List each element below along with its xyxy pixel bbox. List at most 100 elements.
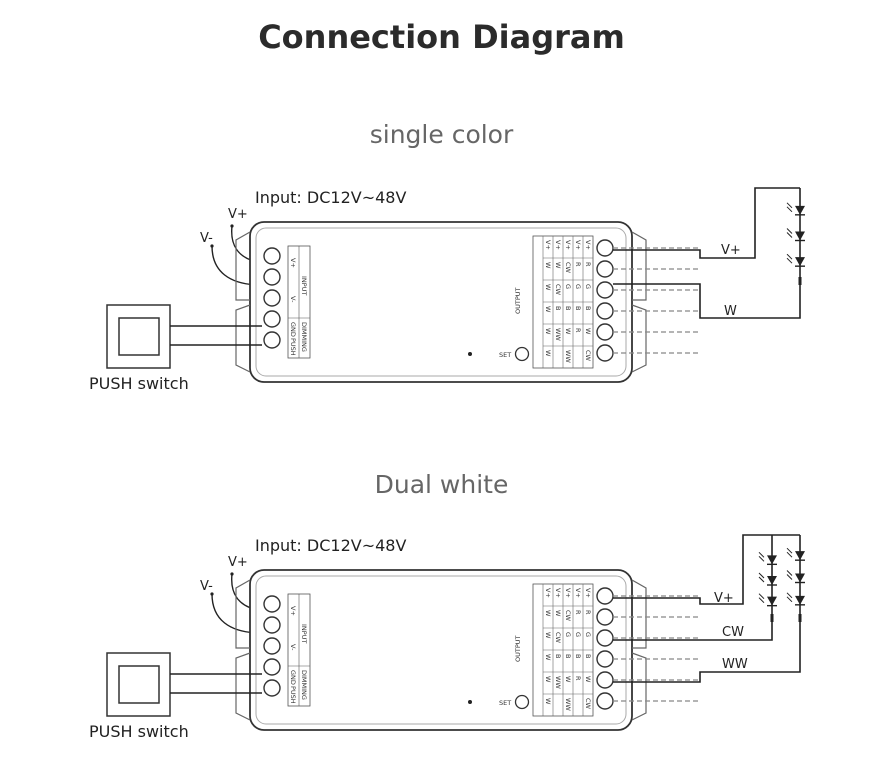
output-cell: CW (564, 610, 572, 622)
output-cell: R (574, 676, 582, 681)
led-light-ray (786, 547, 793, 554)
output-cell: W (584, 328, 592, 335)
output-cell: WW (564, 350, 572, 363)
vminus-wire-end (210, 592, 214, 596)
output-cell: W (584, 676, 592, 683)
input-block-vminus: V- (289, 644, 297, 651)
led-light-ray (758, 597, 765, 604)
output-cell: WW (554, 328, 562, 341)
led-diode (795, 257, 805, 267)
input-block-vminus: V- (289, 296, 297, 303)
set-label: SET (499, 699, 511, 707)
left-flange (235, 304, 251, 373)
output-cell: W (544, 284, 552, 291)
output-terminal (596, 260, 614, 278)
led-diode (795, 595, 805, 605)
input-terminal (263, 310, 281, 328)
input-terminal (263, 268, 281, 286)
status-led (468, 352, 472, 356)
output-cell: B (574, 654, 582, 658)
input-terminal (263, 331, 281, 349)
set-label: SET (499, 351, 511, 359)
led-light-ray (786, 253, 793, 260)
single-color-wiring: V+W (613, 187, 805, 319)
right-flange (631, 304, 647, 373)
output-terminal (596, 239, 614, 257)
output-cell: W (544, 632, 552, 639)
output-terminal (596, 587, 614, 605)
vminus-label: V- (200, 579, 213, 594)
output-cell: R (574, 262, 582, 267)
vminus-wire-end (210, 244, 214, 248)
dimming-block-gnd: GND (289, 322, 297, 337)
output-cell: W (544, 654, 552, 661)
led-light-ray (786, 574, 793, 580)
input-terminal (263, 658, 281, 676)
led-light-ray (786, 257, 793, 264)
led-light-ray (758, 551, 765, 558)
output-terminal (596, 344, 614, 362)
output-cell: B (554, 306, 562, 310)
dimming-block-gnd: GND (289, 670, 297, 685)
ww-output-wire (613, 622, 801, 683)
led-diode (795, 551, 805, 561)
vminus-label: V- (200, 231, 213, 246)
output-cell: V+ (574, 240, 582, 250)
right-flange (631, 231, 647, 301)
left-flange (235, 579, 251, 649)
push-switch-button (118, 317, 160, 356)
output-cell: W (544, 610, 552, 617)
output-terminal (596, 608, 614, 626)
push-switch-label: PUSH switch (89, 374, 189, 393)
wire-label-w: W (724, 304, 737, 319)
input-terminal (263, 679, 281, 697)
controller-inner-border (255, 575, 627, 725)
output-cell: R (574, 328, 582, 333)
status-led (468, 700, 472, 704)
output-cell: V+ (554, 588, 562, 598)
led-diode (767, 555, 777, 565)
led-light-ray (786, 228, 793, 234)
section-heading-dual-white: Dual white (374, 470, 509, 499)
output-header: OUTPUT (514, 287, 522, 314)
output-cell: W (554, 262, 562, 269)
led-light-ray (786, 551, 793, 558)
output-cell: B (574, 306, 582, 310)
led-diode (767, 576, 777, 585)
output-terminal (596, 302, 614, 320)
input-terminal (263, 637, 281, 655)
wire-label-vplus: V+ (714, 591, 734, 606)
cw-output-wire (613, 622, 773, 641)
led-diode (795, 205, 805, 215)
controller-inner-border (255, 227, 627, 377)
push-switch-button (118, 665, 160, 704)
dimming-block-push: PUSH (289, 338, 297, 356)
output-cell: W (544, 262, 552, 269)
led-strip-end (798, 277, 802, 285)
led-light-ray (786, 202, 793, 209)
output-cell: G (584, 284, 592, 289)
led-diode (767, 596, 777, 606)
output-cell: W (544, 676, 552, 683)
led-light-ray (758, 593, 765, 600)
output-cell: G (574, 284, 582, 289)
led-strip-end (798, 614, 802, 622)
output-cell: W (544, 328, 552, 335)
output-terminal (596, 650, 614, 668)
input-block-vplus: V+ (289, 606, 297, 616)
led-diode (795, 573, 805, 583)
output-cell: G (574, 632, 582, 637)
output-cell: W (564, 676, 572, 683)
vplus-wire-end (230, 224, 234, 228)
output-cell: G (564, 632, 572, 637)
led-strip-end (770, 614, 774, 622)
vplus-wire-end (230, 572, 234, 576)
vplus-label: V+ (228, 207, 248, 222)
output-cell: W (544, 698, 552, 705)
output-terminal (596, 629, 614, 647)
right-flange (631, 652, 647, 721)
led-light-ray (758, 576, 765, 583)
w-output-wire (613, 283, 801, 319)
section-1: Input: DC12V~48VV+V-INPUTV+V-DIMMINGGNDP… (89, 536, 700, 741)
